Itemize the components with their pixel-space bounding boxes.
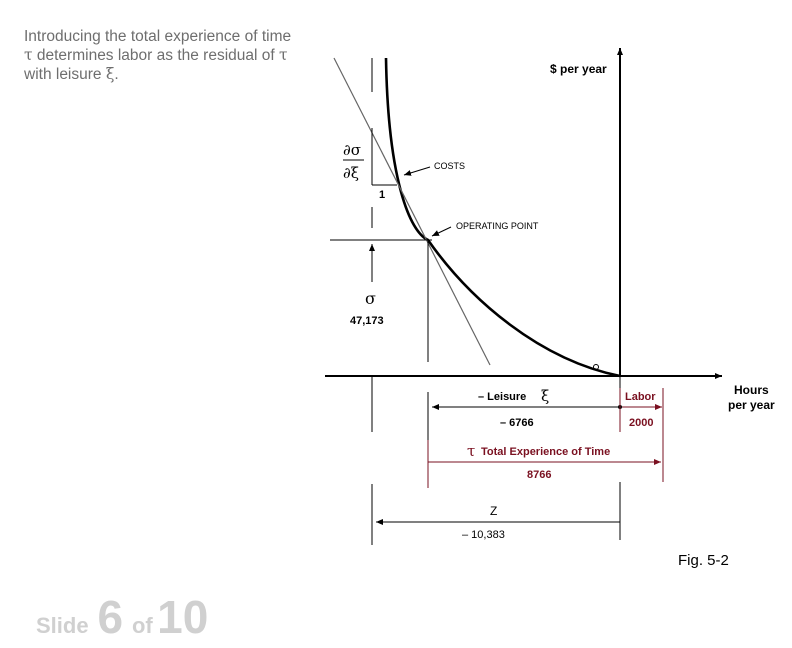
x-axis-label-line1: Hours xyxy=(734,383,769,397)
z-label: Z xyxy=(490,504,497,518)
leisure-symbol: ξ xyxy=(541,387,549,405)
leisure-label: – Leisure xyxy=(478,391,526,403)
tau-symbol: τ xyxy=(279,46,288,64)
operating-point-pointer xyxy=(431,226,452,237)
xi-symbol: ξ xyxy=(105,65,115,83)
slope-one-label: 1 xyxy=(379,189,385,201)
tangent-line xyxy=(333,57,491,366)
operating-point-label: OPERATING POINT xyxy=(456,221,539,231)
labor-value: 2000 xyxy=(629,417,653,429)
intro-part: determines labor as the residual of xyxy=(32,47,279,64)
slide-word: Slide xyxy=(36,613,89,638)
intro-text: Introducing the total experience of time… xyxy=(24,28,294,84)
tau-label: Total Experience of Time xyxy=(481,446,610,458)
costs-label: COSTS xyxy=(434,161,465,171)
leisure-value: – 6766 xyxy=(500,417,534,429)
sigma-value: 47,173 xyxy=(350,315,384,327)
slope-numerator: ∂σ xyxy=(343,141,361,159)
slide-of-word: of xyxy=(131,613,153,638)
y-axis-label: $ per year xyxy=(550,62,607,76)
intro-part: with leisure xyxy=(24,66,106,83)
tau-symbol: τ xyxy=(24,46,33,64)
slope-denominator: ∂ξ xyxy=(343,164,359,182)
tau-value: 8766 xyxy=(527,469,551,481)
costs-pointer xyxy=(403,166,431,176)
sigma-symbol: σ xyxy=(365,289,376,308)
slide-total: 10 xyxy=(157,591,209,643)
origin-marker xyxy=(593,364,599,370)
x-axis-label-line2: per year xyxy=(728,398,775,412)
slide-counter: Slide 6 of 10 xyxy=(36,590,208,644)
z-value: – 10,383 xyxy=(462,529,505,541)
tau-symbol: τ xyxy=(467,442,475,460)
cost-curve xyxy=(384,57,621,378)
figure-caption: Fig. 5-2 xyxy=(678,552,729,569)
labor-label: Labor xyxy=(625,391,656,403)
intro-part: Introducing the total experience of time xyxy=(24,28,292,45)
intro-part: . xyxy=(114,66,119,83)
slide-current: 6 xyxy=(97,591,124,643)
